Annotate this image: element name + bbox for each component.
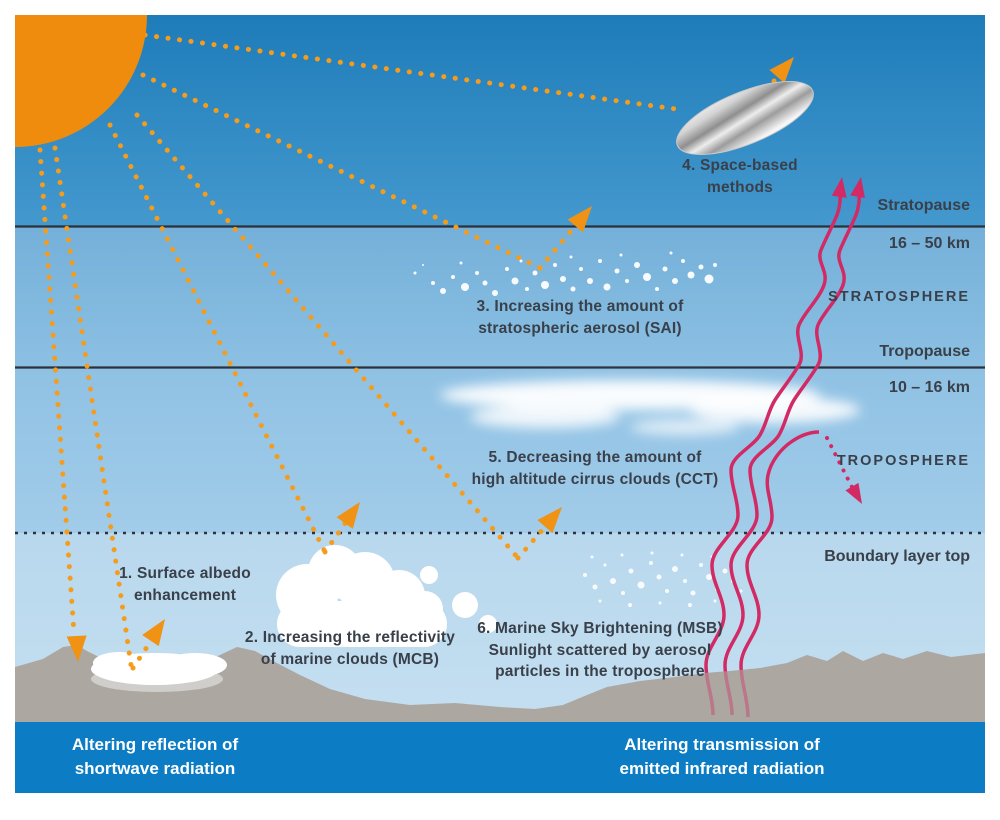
footer-line: Altering reflection of xyxy=(71,735,239,754)
diagram-art xyxy=(15,15,985,793)
label-line: high altitude cirrus clouds (CCT) xyxy=(471,470,719,488)
sun-icon xyxy=(15,15,147,147)
diagram-canvas: 1. Surface albedo enhancement 2. Increas… xyxy=(15,15,985,793)
footer-shortwave: Altering reflection of shortwave radiati… xyxy=(35,733,275,781)
label-stratosphere: STRATOSPHERE xyxy=(828,289,970,305)
space-mirror-icon xyxy=(676,81,814,155)
label-troposphere: TROPOSPHERE xyxy=(836,453,970,469)
label-marine-sky-brightening: 6. Marine Sky Brightening (MSB) Sunlight… xyxy=(455,618,745,683)
label-line: particles in the troposphere xyxy=(495,663,705,680)
label-tropopause: Tropopause xyxy=(879,343,970,360)
label-line: stratospheric aerosol (SAI) xyxy=(478,319,682,337)
label-line: 3. Increasing the amount of xyxy=(476,298,684,315)
aerosol-particles-icon xyxy=(413,251,717,296)
label-line: 1. Surface albedo xyxy=(119,565,251,582)
label-stratospheric-aerosol: 3. Increasing the amount of stratospheri… xyxy=(440,296,720,339)
stratosphere-band xyxy=(15,227,985,368)
label-stratopause: Stratopause xyxy=(877,197,970,214)
label-line: 4. Space-based xyxy=(682,157,798,174)
label-space-based: 4. Space-based methods xyxy=(655,155,825,198)
label-line: 6. Marine Sky Brightening (MSB) xyxy=(477,620,723,637)
sunlight-arrowheads xyxy=(66,57,794,662)
label-surface-albedo: 1. Surface albedo enhancement xyxy=(90,563,280,606)
label-line: enhancement xyxy=(133,586,237,604)
label-cirrus-thinning: 5. Decreasing the amount of high altitud… xyxy=(445,447,745,490)
footer-line: emitted infrared radiation xyxy=(619,759,825,778)
label-line: methods xyxy=(707,178,773,196)
msb-aerosol-particles-icon xyxy=(583,551,743,607)
label-line: Sunlight scattered by aerosol xyxy=(488,641,712,659)
label-troposphere-range: 10 – 16 km xyxy=(889,379,970,396)
footer-line: shortwave radiation xyxy=(74,759,236,778)
sunlight-ray-icon xyxy=(37,32,786,671)
label-marine-cloud-brightening: 2. Increasing the reflectivity of marine… xyxy=(230,627,470,670)
infrared-arrowheads xyxy=(831,177,865,504)
label-line: of marine clouds (MCB) xyxy=(260,650,440,668)
footer-line: Altering transmission of xyxy=(624,735,820,754)
label-boundary-layer-top: Boundary layer top xyxy=(824,548,970,565)
upper-atmosphere-band xyxy=(15,15,985,227)
label-line: 2. Increasing the reflectivity xyxy=(244,629,456,646)
marine-cloud-icon xyxy=(276,545,497,647)
footer-infrared: Altering transmission of emitted infrare… xyxy=(597,733,847,781)
label-line: 5. Decreasing the amount of xyxy=(488,449,702,466)
infrared-wave-icon xyxy=(704,182,862,718)
footer-band xyxy=(15,722,985,793)
label-stratosphere-range: 16 – 50 km xyxy=(889,235,970,252)
cirrus-cloud-icon xyxy=(440,380,860,435)
snow-patch-icon xyxy=(91,652,227,692)
